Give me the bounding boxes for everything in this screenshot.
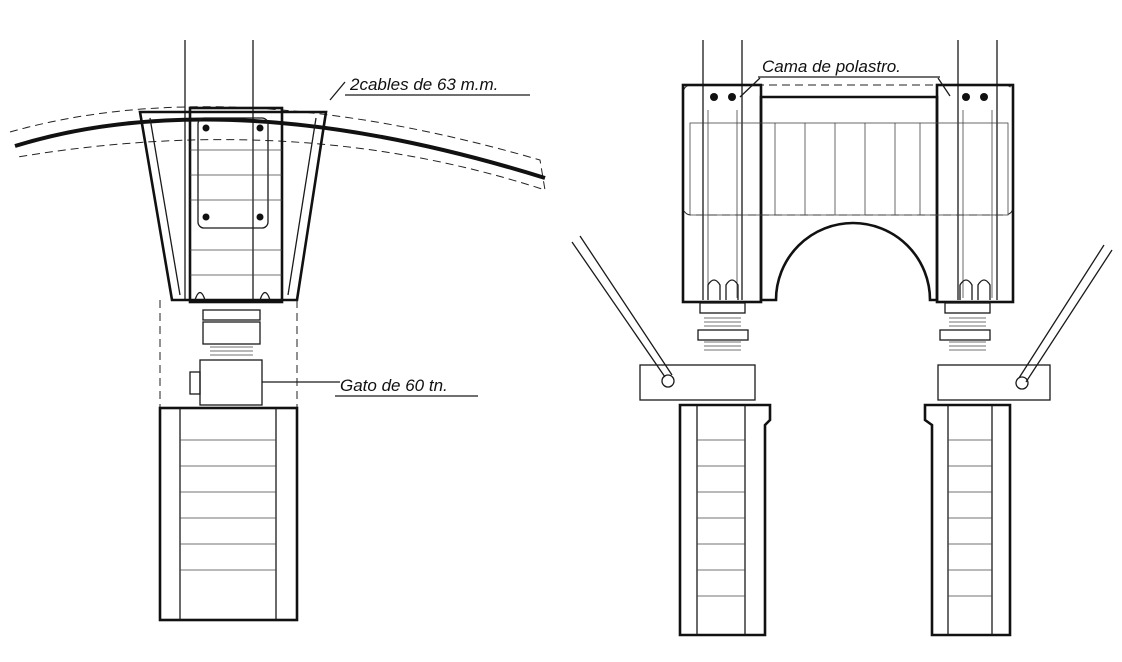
arch-beam <box>759 95 939 302</box>
anchor-plate <box>197 117 269 229</box>
jack-right-a <box>571 235 756 401</box>
cables <box>14 117 546 180</box>
column-right-b <box>923 403 1012 637</box>
jack-left <box>189 309 340 406</box>
left-elevation <box>9 40 546 622</box>
column-left <box>158 406 299 622</box>
cable-dashed-outline <box>9 106 546 191</box>
jack-right-b <box>937 244 1113 401</box>
right-elevation <box>571 40 1113 637</box>
bed-label: Cama de polastro. <box>762 57 901 76</box>
jack-label: Gato de 60 tn. <box>340 376 448 395</box>
column-right-a <box>678 403 772 637</box>
saddle-frame <box>138 110 328 302</box>
cables-label: 2cables de 63 m.m. <box>349 75 498 94</box>
